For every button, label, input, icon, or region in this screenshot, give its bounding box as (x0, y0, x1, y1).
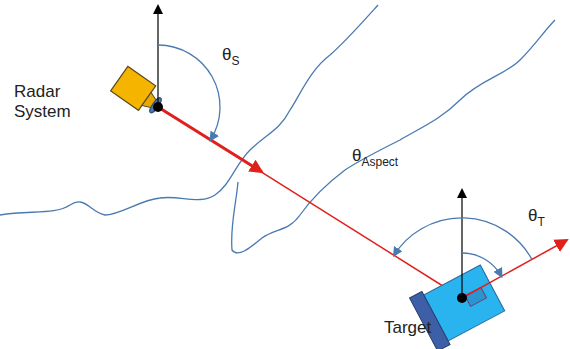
angle-label: θT (528, 206, 545, 229)
angle-arc (394, 218, 532, 260)
north-arrow (461, 190, 462, 298)
angle-label: θS (222, 45, 239, 68)
angle-label: θAspect (352, 146, 398, 169)
sight-direction-arrow (158, 107, 262, 172)
radar-dot (153, 102, 163, 112)
radar-icon (111, 66, 168, 118)
part-label: Radar System (14, 82, 86, 123)
part-label: Target (384, 318, 431, 338)
heading-arrow (462, 240, 567, 298)
north-arrow (157, 6, 158, 107)
angle-arc (158, 45, 220, 140)
river-line (0, 5, 378, 215)
line-of-sight (158, 107, 462, 298)
target-dot (457, 293, 467, 303)
angle-arc (462, 253, 502, 276)
river-line (232, 20, 555, 253)
